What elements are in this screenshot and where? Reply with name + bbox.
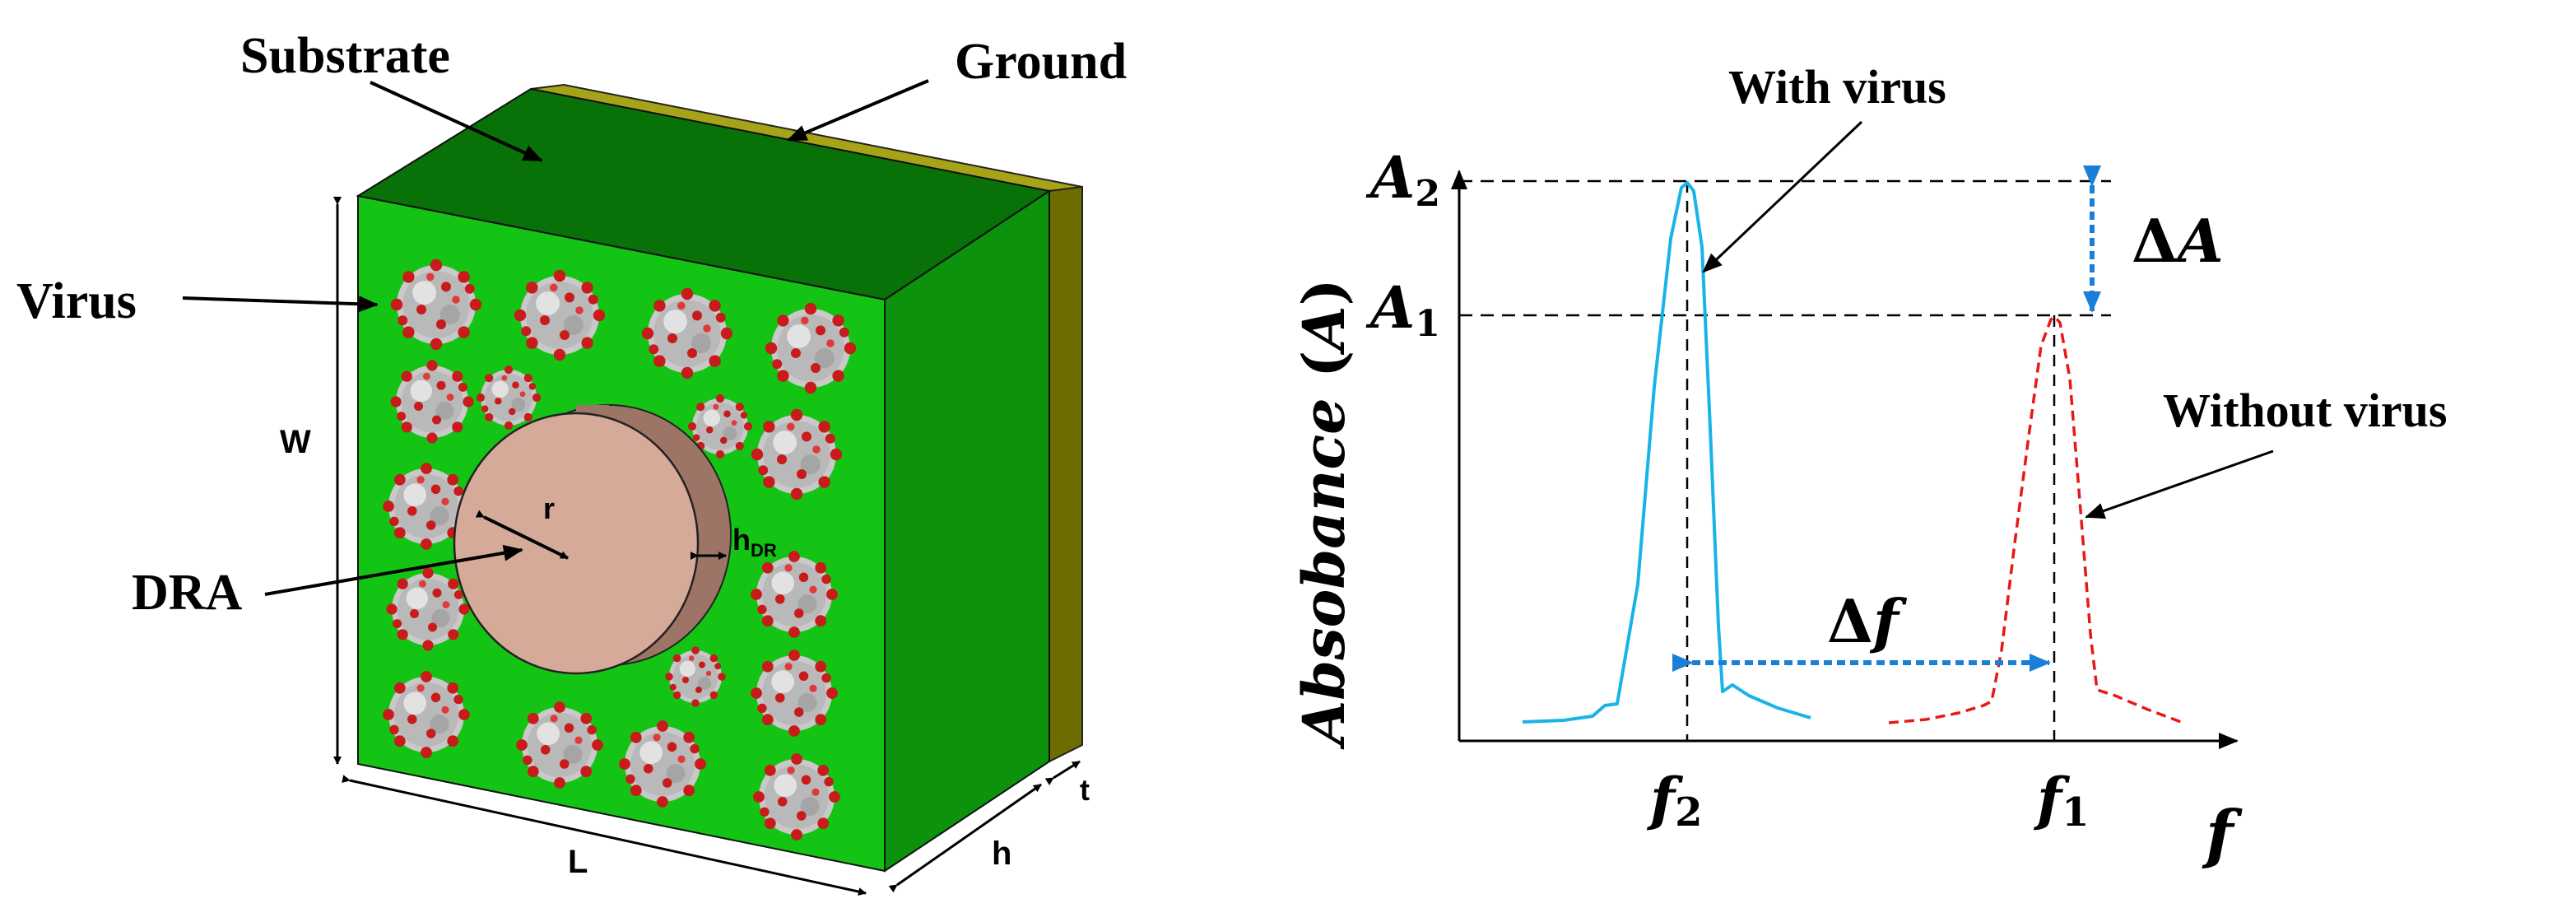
dra-label: DRA [132,565,243,621]
with-virus-label: With virus [1728,60,1946,114]
virus-particle-icon [619,720,706,808]
substrate-side-face [884,189,1050,873]
virus-particle-icon [641,287,733,380]
ground-side-face [1049,185,1083,763]
virus-particle-icon [665,646,726,707]
virus-particle-icon [383,671,470,758]
dra-height-label: hDR [732,523,777,561]
length-dimension-line [342,775,867,896]
virus-particle-icon [476,365,542,431]
width-label: W [280,424,311,460]
height-label: h [992,836,1011,872]
virus-callout-arrow [182,296,379,313]
virus-particle-icon [514,269,606,361]
virus-particle-icon [765,302,857,394]
virus-particle-icon [751,650,838,737]
without-virus-curve [1888,315,2182,724]
delta-f-label: Δf [1827,586,1908,656]
radius-label: r [543,491,555,525]
absorbance-plot: Absobance (A) A2 A1 f2 f1 f ΔA [1290,60,2447,872]
a2-marker: A2 [1365,143,1440,215]
without-virus-callout-arrow [2085,449,2274,519]
dra-callout-arrow [264,544,523,596]
delta-a-label: ΔA [2132,206,2224,276]
x-axis-label: f [2202,797,2243,872]
virus-particle-icon [390,258,482,351]
with-virus-curve [1522,181,1811,724]
virus-particle-icon [516,701,603,789]
with-virus-callout-arrow [1702,120,1863,273]
virus-particle-icon [751,551,838,638]
ground-callout-arrow [787,79,929,142]
thickness-label: t [1080,773,1090,807]
a1-marker: A1 [1365,273,1440,345]
ground-label: Ground [955,34,1127,90]
length-label: L [568,844,588,880]
thickness-dimension-line [1044,760,1081,786]
f2-marker: f2 [1646,765,1703,836]
dra-cylinder [453,404,732,675]
height-dimension-line [888,783,1042,893]
without-virus-label: Without virus [2163,384,2447,437]
substrate-label: Substrate [240,28,450,84]
virus-particle-icon [386,567,470,651]
virus-particle-icon [753,753,840,841]
antenna-diagram: W L h t r hDR Substrate Ground Virus DRA [16,28,1127,896]
virus-particle-icon [390,360,474,444]
virus-label: Virus [16,273,137,329]
radius-line [475,510,569,560]
virus-particle-icon [751,408,843,501]
substrate-callout-arrow [370,81,543,162]
f1-marker: f1 [2033,765,2090,836]
y-axis-label: Absobance (A) [1290,278,1358,750]
